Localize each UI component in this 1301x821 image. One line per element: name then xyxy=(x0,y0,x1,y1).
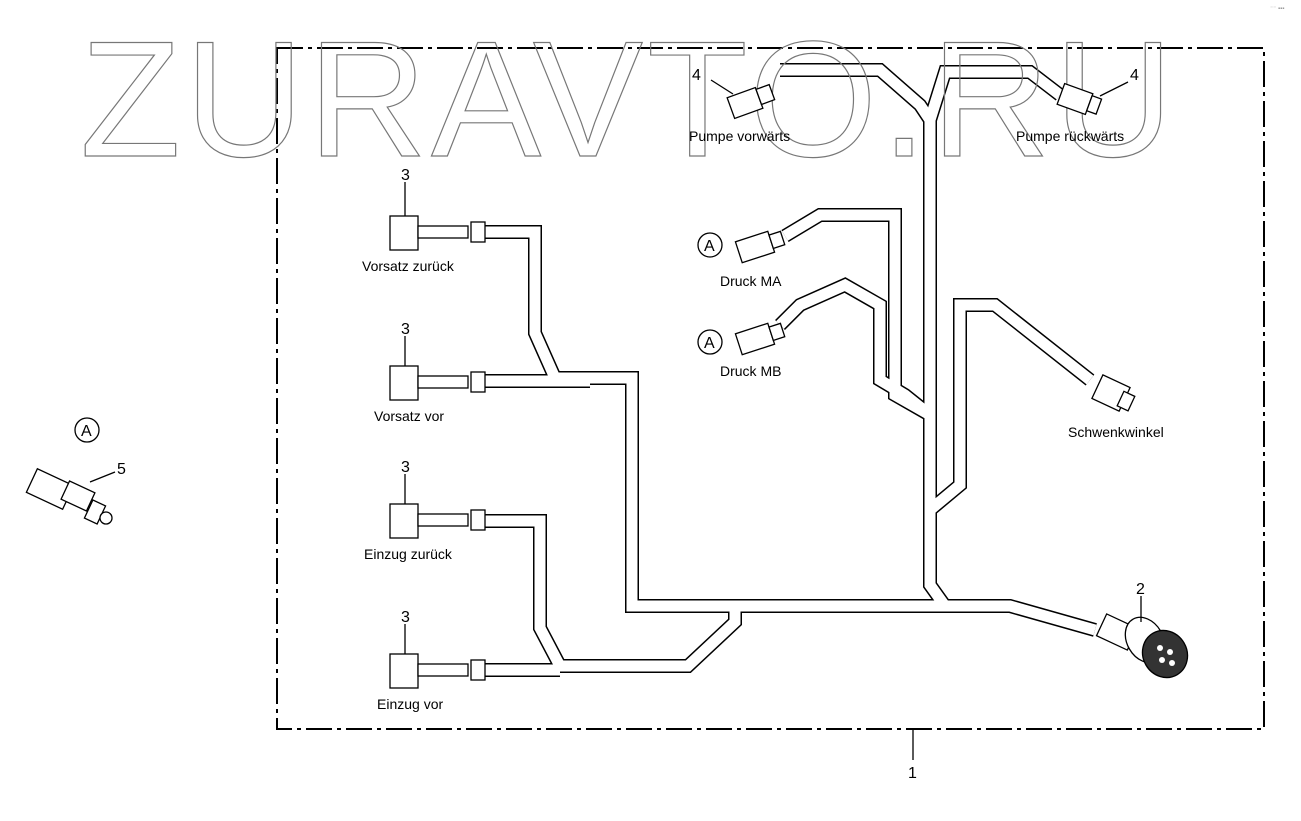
plug-leader xyxy=(1099,81,1129,97)
connector-marker: A xyxy=(704,238,715,255)
plug-sleeve xyxy=(417,375,469,389)
plug-sleeve xyxy=(417,663,469,677)
wire-core xyxy=(926,299,1094,515)
connector-number: 3 xyxy=(401,609,410,626)
wire-core xyxy=(945,600,1097,636)
connector-pumpe-vorwaerts: 4 Pumpe vorwärts xyxy=(689,67,790,144)
connector-label: Druck MB xyxy=(720,363,781,379)
plug-cap xyxy=(1085,94,1103,115)
plug-body xyxy=(389,215,419,251)
plug-leader xyxy=(710,79,734,95)
wire-core xyxy=(780,64,935,124)
pressure-sensor: A 5 xyxy=(25,417,126,525)
plug-pin xyxy=(1169,660,1175,666)
connector-number: 3 xyxy=(401,321,410,338)
plug-clip xyxy=(470,221,486,243)
sensor-body xyxy=(60,480,96,512)
connector-label: Vorsatz zurück xyxy=(362,258,455,274)
connector-label: Einzug zurück xyxy=(364,546,453,562)
main-plug-number: 2 xyxy=(1136,581,1145,598)
marker-circle xyxy=(697,232,723,258)
connector-number: 4 xyxy=(692,67,701,84)
watermark: ZURAVTO.RU xyxy=(80,7,1177,191)
wire-core xyxy=(782,209,933,420)
corner-mark: ⁻⁻ ▪▪▪ xyxy=(1270,6,1284,12)
connector-schwenkwinkel: Schwenkwinkel xyxy=(1068,374,1164,440)
connector-number: 3 xyxy=(401,167,410,184)
marker-circle xyxy=(74,417,100,443)
wire-outline xyxy=(781,208,934,422)
plug-face xyxy=(1141,629,1189,679)
assembly-frame xyxy=(276,47,1265,730)
plug-clip xyxy=(470,371,486,393)
sensor-number: 5 xyxy=(117,461,126,478)
connector-number: 3 xyxy=(401,459,410,476)
sensor-thread xyxy=(99,511,113,525)
connector-label: Pumpe vorwärts xyxy=(689,128,790,144)
wire-core xyxy=(484,515,741,672)
sensor-leader xyxy=(89,471,116,483)
connector-vorsatz-zurueck: 3 Vorsatz zurück xyxy=(362,167,486,274)
wire-outline xyxy=(484,225,945,613)
plug-cap xyxy=(755,83,776,106)
wire-outline xyxy=(925,298,1095,516)
plug-body xyxy=(389,365,419,401)
connector-pumpe-rueckwaerts: 4 Pumpe rückwärts xyxy=(1016,67,1139,144)
plug-pin xyxy=(1159,657,1165,663)
plug-body xyxy=(389,653,419,689)
connector-druck-mb: A Druck MB xyxy=(697,322,786,379)
wire-outline xyxy=(484,514,742,673)
plug-body xyxy=(389,503,419,539)
connector-marker: A xyxy=(704,335,715,352)
connector-label: Druck MA xyxy=(720,273,782,289)
connector-label: Pumpe rückwärts xyxy=(1016,128,1124,144)
connector-number: 4 xyxy=(1130,67,1139,84)
wire-core xyxy=(924,66,1064,610)
plug-sleeve xyxy=(417,513,469,527)
plug-clip xyxy=(470,509,486,531)
marker-circle xyxy=(697,329,723,355)
plug-cap xyxy=(1116,390,1136,412)
plug-pin xyxy=(1157,645,1163,651)
wire-core xyxy=(484,226,945,612)
plug-pin xyxy=(1167,649,1173,655)
connector-label: Einzug vor xyxy=(377,696,443,712)
connector-vorsatz-vor: 3 Vorsatz vor xyxy=(374,321,486,424)
connector-einzug-zurueck: 3 Einzug zurück xyxy=(364,459,486,562)
plug-cap xyxy=(768,230,786,250)
wire-core xyxy=(776,278,934,420)
main-plug: 2 xyxy=(1095,581,1189,679)
connector-einzug-vor: 3 Einzug vor xyxy=(377,609,486,712)
connector-label: Vorsatz vor xyxy=(374,408,444,424)
connector-druck-ma: A Druck MA xyxy=(697,230,786,289)
connector-label: Schwenkwinkel xyxy=(1068,424,1164,440)
plug-clip xyxy=(470,659,486,681)
harness-wires xyxy=(484,63,1097,677)
assembly-number: 1 xyxy=(908,765,917,782)
plug-cap xyxy=(768,322,786,342)
plug-sleeve xyxy=(417,225,469,239)
sensor-marker: A xyxy=(81,423,92,440)
